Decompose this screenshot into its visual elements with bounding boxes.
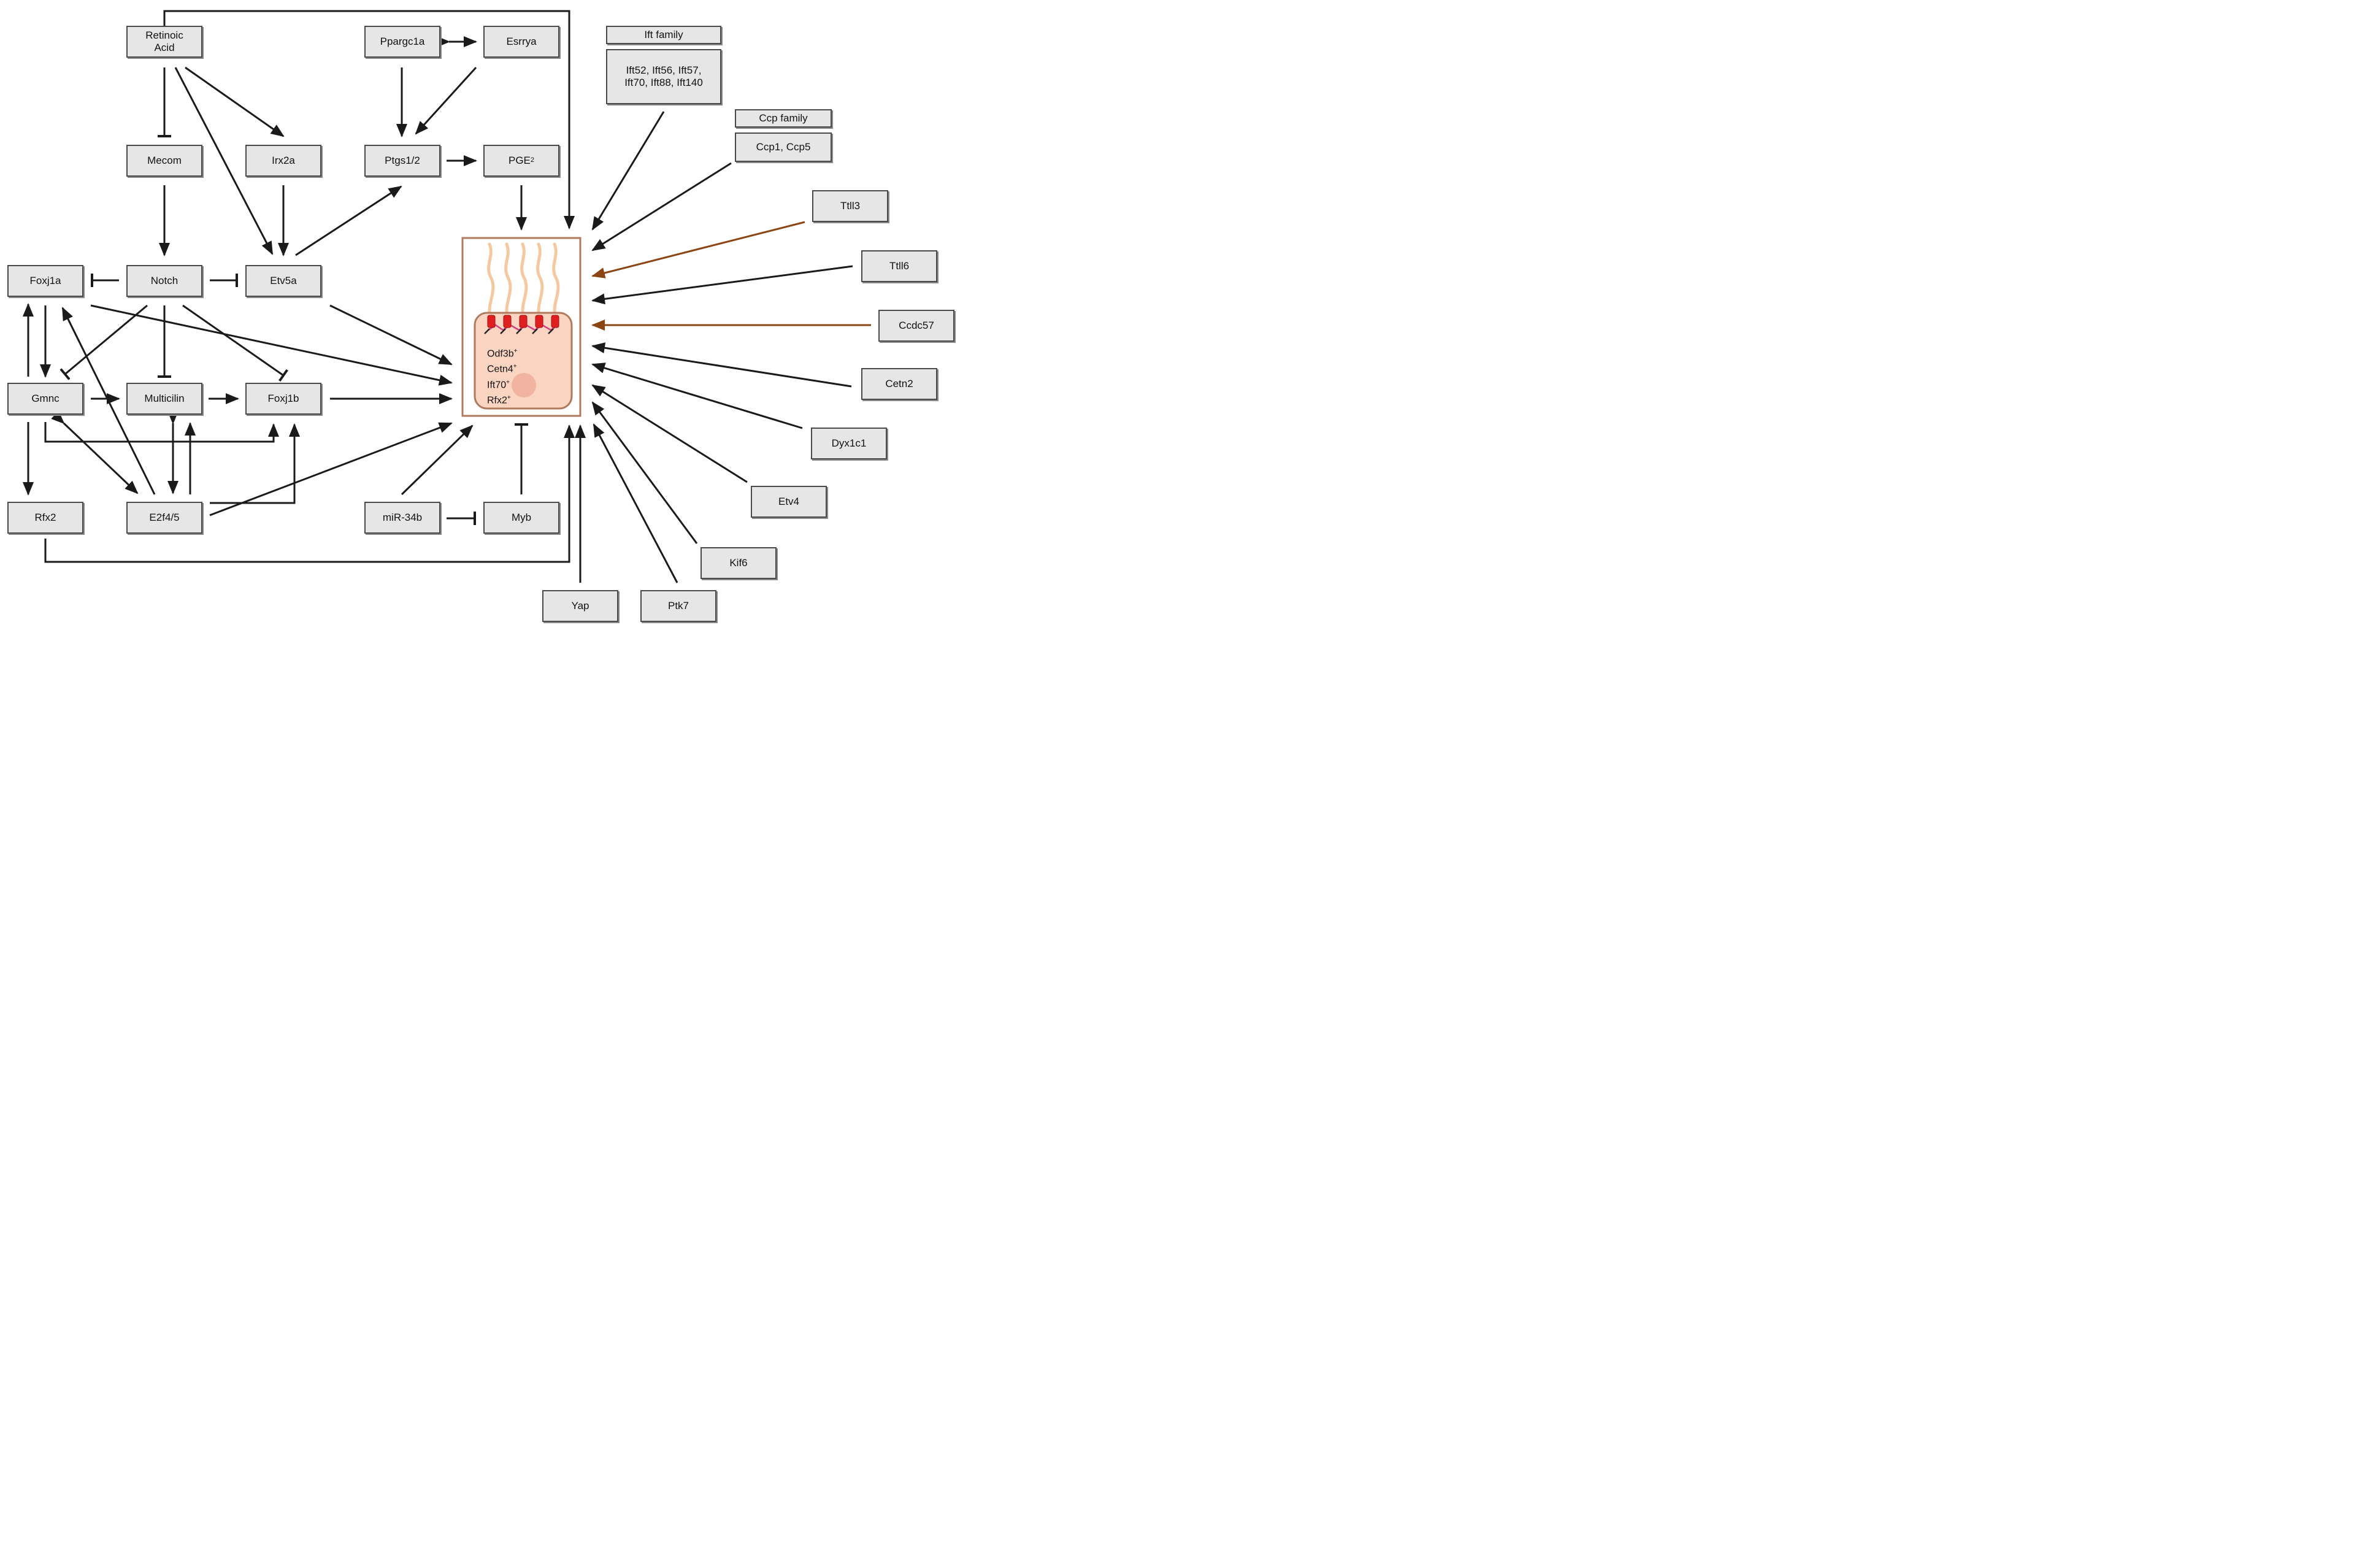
edge-retinoic-to-irx2a <box>185 66 285 137</box>
node-yap: Yap <box>542 590 618 622</box>
edge-etv5a-to-cell <box>329 304 453 366</box>
edge-mir34b-to-cell <box>401 424 474 496</box>
cell-nucleus <box>512 373 536 397</box>
node-cetn2: Cetn2 <box>861 368 937 400</box>
node-ift-family-members: Ift52, Ift56, Ift57, Ift70, Ift88, Ift14… <box>606 49 721 104</box>
cell-markers: Odf3b+ Cetn4+ Ift70+ Rfx2+ <box>487 345 517 407</box>
node-ptk7: Ptk7 <box>640 590 716 622</box>
node-rfx2: Rfx2 <box>7 502 83 534</box>
node-esrrya: Esrrya <box>483 26 559 58</box>
edge-ttll3-to-cell <box>591 221 805 278</box>
node-mir34b: miR-34b <box>364 502 440 534</box>
node-ift-family-header: Ift family <box>606 26 721 44</box>
edge-esrrya-to-ptgs <box>415 66 477 135</box>
node-mecom: Mecom <box>126 145 202 177</box>
edge-retinoic-to-etv5a <box>174 67 274 255</box>
node-ptgs: Ptgs1/2 <box>364 145 440 177</box>
basal-bodies <box>484 315 559 334</box>
edge-ccp-to-cell <box>591 162 732 251</box>
node-ccp-family-header: Ccp family <box>735 109 832 128</box>
cilia <box>487 242 560 320</box>
edge-kif6-to-cell <box>591 401 698 544</box>
marker-cetn4: Cetn4+ <box>487 363 517 375</box>
marker-ift70: Ift70+ <box>487 378 510 390</box>
cilia-regulatory-network: Odf3b+ Cetn4+ Ift70+ Rfx2+ Retinoic Acid… <box>0 0 957 626</box>
edge-rfx2-to-cell <box>44 424 575 563</box>
edge-foxj1a-to-cell <box>90 304 453 386</box>
edge-e2f45-to-foxj1b <box>210 423 300 504</box>
node-myb: Myb <box>483 502 559 534</box>
node-ccp-family-members: Ccp1, Ccp5 <box>735 132 832 162</box>
node-multicilin: Multicilin <box>126 383 202 415</box>
edge-e2f45-to-cell <box>209 422 453 516</box>
network-edges <box>23 10 871 583</box>
pge2-label: PGE <box>508 154 531 166</box>
node-irx2a: Irx2a <box>245 145 321 177</box>
node-retinoic-acid: Retinoic Acid <box>126 26 202 58</box>
edge-gmnc-e2f45 <box>51 410 139 494</box>
edge-ift-to-cell <box>591 111 665 231</box>
pge2-subscript: 2 <box>530 156 535 164</box>
edge-etv4-to-cell <box>591 384 748 483</box>
node-etv5a: Etv5a <box>245 265 321 297</box>
edge-ptk7-to-cell <box>593 423 678 583</box>
node-kif6: Kif6 <box>701 547 777 579</box>
node-ccdc57: Ccdc57 <box>878 310 954 342</box>
multiciliated-cell-illustration <box>461 237 582 417</box>
node-ppargc1a: Ppargc1a <box>364 26 440 58</box>
edge-notch-inhibits-gmnc <box>60 304 148 380</box>
cell-body <box>474 312 573 410</box>
edge-retinoic-to-cell <box>163 10 575 229</box>
marker-rfx2: Rfx2+ <box>487 394 511 406</box>
edge-cetn2-to-cell <box>591 342 852 388</box>
node-notch: Notch <box>126 265 202 297</box>
node-dyx1c1: Dyx1c1 <box>811 428 887 459</box>
marker-odf3b: Odf3b+ <box>487 348 518 359</box>
node-etv4: Etv4 <box>751 486 827 518</box>
edge-dyx1c1-to-cell <box>591 363 803 429</box>
node-gmnc: Gmnc <box>7 383 83 415</box>
edge-etv5a-to-ptgs <box>295 185 402 256</box>
node-foxj1b: Foxj1b <box>245 383 321 415</box>
edge-notch-inhibits-foxj1b <box>182 304 288 382</box>
node-ttll6: Ttll6 <box>861 250 937 282</box>
node-ttll3: Ttll3 <box>812 190 888 222</box>
edge-ttll6-to-cell <box>591 265 853 305</box>
edge-gmnc-to-foxj1b <box>44 422 279 443</box>
node-e2f45: E2f4/5 <box>126 502 202 534</box>
node-foxj1a: Foxj1a <box>7 265 83 297</box>
